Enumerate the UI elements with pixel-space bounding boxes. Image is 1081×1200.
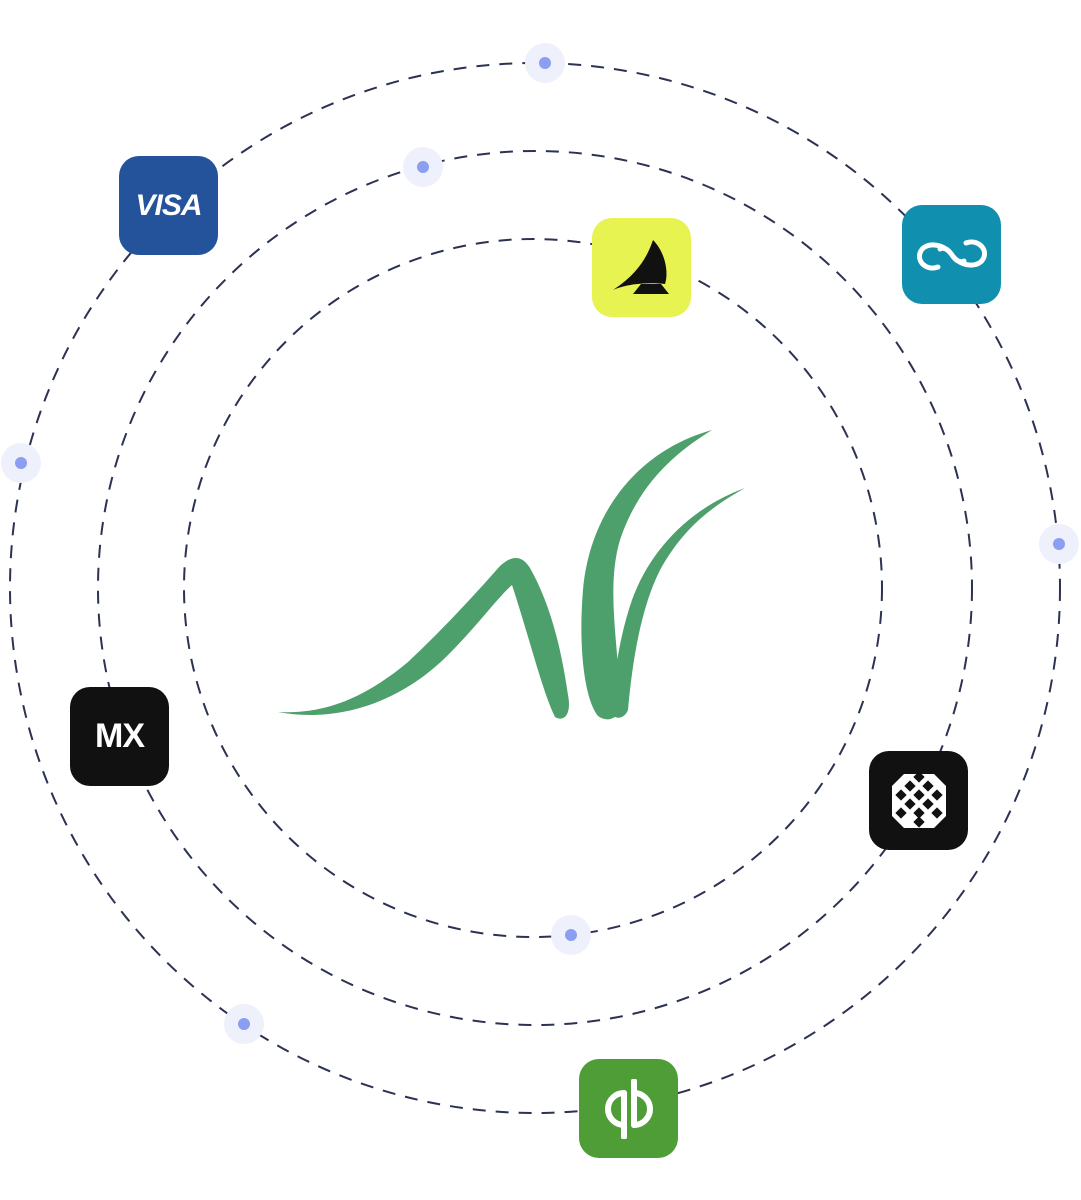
orbit-dot-core	[15, 457, 27, 469]
orbit-dot	[1039, 524, 1079, 564]
plaid-tile[interactable]	[869, 751, 968, 850]
orbit-dot-core	[417, 161, 429, 173]
orbit-dot-core	[1053, 538, 1065, 550]
quickbooks-logo-icon	[604, 1078, 653, 1139]
orbit-dot	[551, 915, 591, 955]
mx-tile[interactable]: MX	[70, 687, 169, 786]
visa-logo-icon: VISA	[135, 188, 202, 222]
visa-tile[interactable]: VISA	[119, 156, 218, 255]
akoya-logo-icon	[612, 239, 669, 294]
infinity-logo-icon	[916, 239, 987, 270]
orbit-dot-core	[539, 57, 551, 69]
orbit-dot-core	[565, 929, 577, 941]
inner-orbit-ring	[183, 238, 883, 938]
akoya-tile[interactable]	[592, 218, 691, 317]
orbit-dot	[403, 147, 443, 187]
mx-logo-icon: MX	[95, 717, 145, 755]
quickbooks-tile[interactable]	[579, 1059, 678, 1158]
plaid-logo-icon	[891, 770, 946, 828]
middle-orbit-ring	[97, 150, 973, 1026]
orbit-dot	[525, 43, 565, 83]
leaf-n-logo-icon	[278, 430, 745, 720]
orbit-dot	[224, 1004, 264, 1044]
orbit-dot-core	[238, 1018, 250, 1030]
loop-tile[interactable]	[902, 205, 1001, 304]
orbit-dot	[1, 443, 41, 483]
